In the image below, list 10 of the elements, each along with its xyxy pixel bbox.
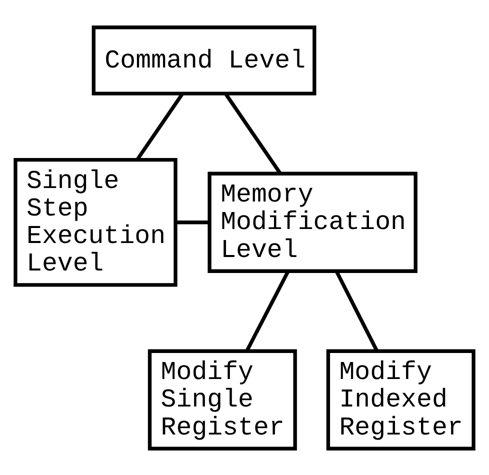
connector: [224, 92, 282, 174]
connector: [335, 270, 378, 351]
connector: [245, 270, 290, 351]
node-box: Command Level: [92, 25, 316, 95]
node-box: Single Step Execution Level: [14, 157, 178, 286]
connector: [176, 220, 210, 224]
node-box: Memory Modification Level: [208, 171, 418, 272]
node-box: Modify Indexed Register: [326, 348, 476, 450]
node-box: Modify Single Register: [148, 348, 297, 450]
connector: [136, 92, 184, 160]
